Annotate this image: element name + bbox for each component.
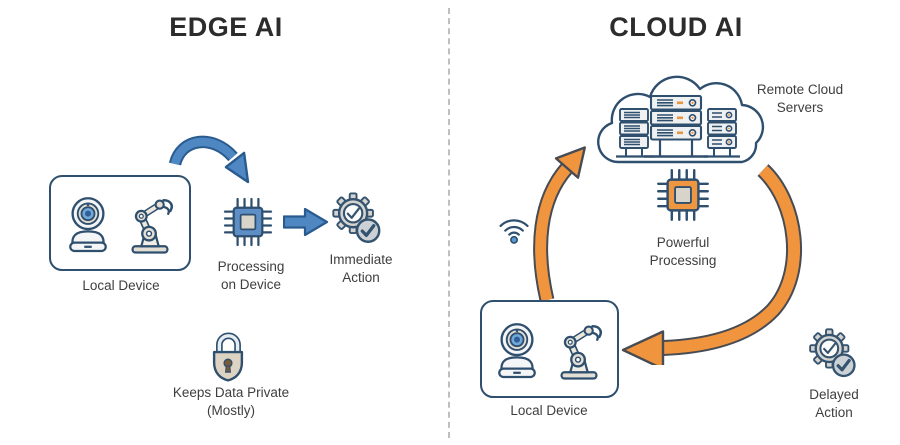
block-arrow-icon [283, 207, 329, 237]
cloud-ai-title: CLOUD AI [609, 12, 743, 42]
chip-icon [222, 194, 274, 250]
robot-arm-icon [119, 192, 181, 254]
chip-icon [655, 167, 711, 223]
keeps-data-private-label: Keeps Data Private (Mostly) [172, 385, 290, 418]
gears-check-icon [805, 326, 861, 384]
curved-arrow-icon [168, 135, 250, 184]
local-device-label: Local Device [510, 403, 588, 418]
powerful-processing-label: Powerful Processing [649, 235, 717, 268]
security-camera-icon [60, 192, 116, 254]
up-arrow-icon [533, 146, 586, 302]
cloud-servers-icon [597, 75, 765, 164]
delayed-action-label: Delayed Action [809, 387, 859, 420]
server-rack-center [644, 94, 708, 158]
wifi-icon [499, 219, 529, 244]
immediate-action-label: Immediate Action [329, 252, 393, 285]
gears-check-icon [328, 190, 386, 250]
local-device-label: Local Device [82, 278, 160, 293]
local-device-box [49, 175, 191, 271]
remote-cloud-servers-label: Remote Cloud Servers [756, 82, 844, 115]
local-device-box [480, 300, 619, 398]
processing-on-device-label: Processing on Device [217, 259, 285, 292]
server-rack-right [704, 108, 740, 158]
security-camera-icon [489, 318, 545, 380]
edge-ai-title: EDGE AI [169, 12, 283, 42]
down-arrow-icon [621, 164, 802, 365]
server-rack-left [616, 108, 654, 158]
divider-dashed-line [448, 8, 450, 438]
robot-arm-icon [548, 318, 610, 380]
padlock-icon [212, 332, 244, 382]
